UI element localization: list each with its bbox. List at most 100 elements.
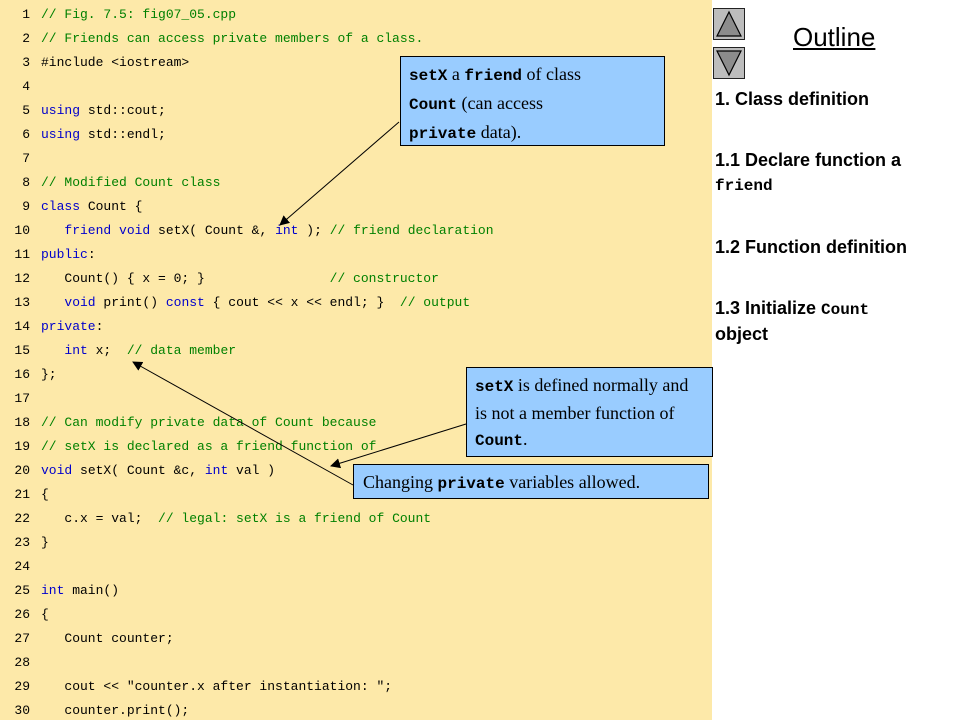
outline-item-declare-friend: 1.1 Declare function a friend: [715, 148, 955, 198]
code-text: int x; // data member: [64, 343, 237, 358]
callout-code-friend: friend: [464, 67, 523, 85]
code-line: 13 void print() const { cout << x << end…: [0, 291, 712, 315]
code-line: 1 // Fig. 7.5: fig07_05.cpp: [0, 3, 712, 27]
code-text: {: [41, 487, 49, 502]
code-text: // Friends can access private members of…: [41, 31, 424, 46]
outline-item-label: 1.1 Declare function a: [715, 150, 902, 170]
line-number: 17: [14, 391, 30, 406]
code-text: void setX( Count &c, int val ): [41, 463, 276, 478]
outline-item-code: Count: [821, 301, 870, 319]
code-text: using std::cout;: [41, 103, 166, 118]
outline-item-initialize-count: 1.3 Initialize Count object: [715, 296, 955, 346]
line-number: 8: [22, 175, 30, 190]
line-number: 22: [14, 511, 30, 526]
outline-item-class-definition: 1. Class definition: [715, 87, 955, 111]
line-number: 16: [14, 367, 30, 382]
outline-title: Outline: [793, 22, 876, 52]
code-text: }: [41, 535, 49, 550]
code-line: 2 // Friends can access private members o…: [0, 27, 712, 51]
callout-changing-private: Changing private variables allowed.: [353, 464, 709, 499]
code-text: void print() const { cout << x << endl; …: [64, 295, 471, 310]
code-line: 23}: [0, 531, 712, 555]
callout-code-setx: setX: [475, 378, 514, 396]
triangle-down-icon: [716, 50, 742, 77]
code-line: 4: [0, 75, 712, 99]
code-line: 24: [0, 555, 712, 579]
code-text: private:: [41, 319, 104, 334]
line-number: 27: [14, 631, 30, 646]
line-number: 19: [14, 439, 30, 454]
code-text: Count() { x = 0; } // constructor: [41, 271, 439, 286]
code-text: class Count {: [41, 199, 143, 214]
line-number: 9: [22, 199, 30, 214]
line-number: 20: [14, 463, 30, 478]
line-number: 1: [22, 7, 30, 22]
code-text: using std::endl;: [41, 127, 166, 142]
code-text: // setX is declared as a friend function…: [41, 439, 377, 454]
outline-item-label: 1.3 Initialize: [715, 298, 822, 318]
line-number: 18: [14, 415, 30, 430]
code-text: cout << "counter.x after instantiation: …: [41, 679, 393, 694]
code-line: 16};: [0, 363, 712, 387]
callout-code-count: Count: [475, 432, 524, 450]
code-text: friend void setX( Count &, int ); // fri…: [64, 223, 494, 238]
code-text: {: [41, 607, 49, 622]
callout-text: Changing: [363, 472, 438, 492]
code-text: int main(): [41, 583, 120, 598]
line-number: 2: [22, 31, 30, 46]
line-number: 5: [22, 103, 30, 118]
code-line: 17: [0, 387, 712, 411]
callout-code-private: private: [409, 125, 477, 143]
triangle-up-icon: [716, 10, 742, 37]
code-line: 30 counter.print();: [0, 699, 712, 723]
code-text: #include <iostream>: [41, 55, 190, 70]
code-text: // Fig. 7.5: fig07_05.cpp: [41, 7, 237, 22]
code-text: Count counter;: [41, 631, 174, 646]
line-number: 26: [14, 607, 30, 622]
code-line: 21 {: [0, 483, 712, 507]
code-text: public:: [41, 247, 96, 262]
code-line: 9 class Count {: [0, 195, 712, 219]
line-number: 24: [14, 559, 30, 574]
next-slide-button[interactable]: [713, 47, 745, 79]
line-number: 28: [14, 655, 30, 670]
callout-code-private: private: [437, 475, 505, 493]
code-text: };: [41, 367, 57, 382]
line-number: 15: [14, 343, 30, 358]
callout-text: data).: [476, 122, 522, 142]
previous-slide-button[interactable]: [713, 8, 745, 40]
line-number: 3: [22, 55, 30, 70]
callout-text: variables allowed.: [504, 472, 641, 492]
outline-item-label: 1.2 Function definition: [715, 237, 907, 257]
callout-text: of class: [522, 64, 581, 84]
callout-text: a: [447, 64, 465, 84]
line-number: 11: [14, 247, 30, 262]
callout-text: (can access: [457, 93, 543, 113]
line-number: 12: [14, 271, 30, 286]
line-number: 30: [14, 703, 30, 718]
code-line: 29 cout << "counter.x after instantiatio…: [0, 675, 712, 699]
code-line: 27 Count counter;: [0, 627, 712, 651]
callout-code-setx: setX: [409, 67, 448, 85]
line-number: 13: [14, 295, 30, 310]
code-text: counter.print();: [41, 703, 190, 718]
code-line: 15 int x; // data member: [0, 339, 712, 363]
code-line: 5 using std::cout;: [0, 99, 712, 123]
code-line: 8// Modified Count class: [0, 171, 712, 195]
callout-text: is defined normally and is not a member …: [475, 375, 689, 423]
line-number: 25: [14, 583, 30, 598]
code-line: 11 public:: [0, 243, 712, 267]
code-line: 3 #include <iostream>: [0, 51, 712, 75]
line-number: 4: [22, 79, 30, 94]
code-line: 7: [0, 147, 712, 171]
line-number: 21: [14, 487, 30, 502]
callout-text: .: [523, 429, 528, 449]
outline-item-label: object: [715, 324, 769, 344]
code-line: 12 Count() { x = 0; } // constructor: [0, 267, 712, 291]
code-line: 28: [0, 651, 712, 675]
code-line: 6 using std::endl;: [0, 123, 712, 147]
line-number: 6: [22, 127, 30, 142]
line-number: 7: [22, 151, 30, 166]
code-text: c.x = val; // legal: setX is a friend of…: [41, 511, 432, 526]
